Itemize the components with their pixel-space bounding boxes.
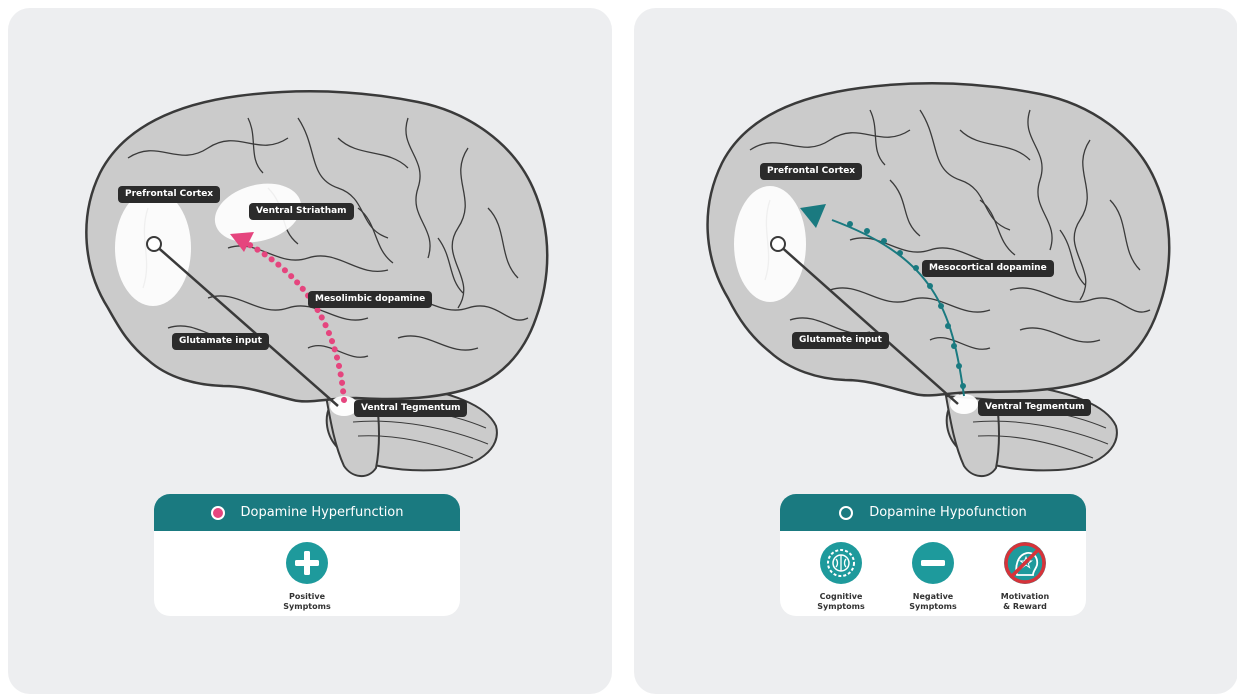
tegmentum-highlight: [950, 394, 978, 414]
label-glutamate-input: Glutamate input: [792, 332, 889, 349]
glutamate-pathway: [153, 243, 339, 407]
glutamate-origin: [146, 236, 162, 252]
symptom-negative-label: Negative Symptoms: [909, 592, 956, 612]
mesocortical-arrowhead: [800, 204, 826, 228]
hypofunction-title: Dopamine Hypofunction: [869, 505, 1027, 520]
hyperfunction-panel: Prefrontal Cortex Ventral Striatham Meso…: [8, 8, 612, 694]
symptom-negative: Negative Symptoms: [887, 541, 979, 612]
symptom-cognitive-label: Cognitive Symptoms: [817, 592, 864, 612]
glutamate-origin: [770, 236, 786, 252]
symptom-positive-label: Positive Symptoms: [283, 592, 330, 612]
plus-icon: [286, 542, 328, 584]
symptom-motivation-label: Motivation & Reward: [1001, 592, 1049, 612]
brain-illustration: [85, 89, 549, 477]
glutamate-pathway: [777, 243, 959, 405]
label-mesocortical-dopamine: Mesocortical dopamine: [922, 260, 1054, 277]
label-mesolimbic-dopamine: Mesolimbic dopamine: [308, 291, 433, 308]
hyperfunction-card: Dopamine Hyperfunction Positive Symptoms: [154, 494, 460, 616]
label-glutamate-input: Glutamate input: [172, 333, 269, 350]
symptom-motivation-line2: & Reward: [1003, 602, 1047, 611]
brain-stem: [944, 394, 1000, 477]
label-ventral-striatum: Ventral Striatham: [249, 203, 354, 220]
hyperfunction-card-header: Dopamine Hyperfunction: [154, 494, 460, 531]
label-ventral-tegmentum: Ventral Tegmentum: [354, 400, 468, 417]
cerebrum: [85, 89, 549, 403]
mesolimbic-arrowhead: [230, 232, 254, 252]
symptom-cognitive-line2: Symptoms: [817, 602, 865, 611]
label-ventral-tegmentum: Ventral Tegmentum: [978, 399, 1092, 416]
hypofunction-panel: Prefrontal Cortex Mesocortical dopamine …: [634, 8, 1237, 694]
label-prefrontal-cortex: Prefrontal Cortex: [118, 186, 221, 203]
symptom-positive-line1: Positive: [288, 592, 326, 601]
hyperfunction-title: Dopamine Hyperfunction: [240, 505, 404, 520]
hypofunction-symptoms: Cognitive Symptoms Negative Symptoms: [780, 531, 1086, 612]
symptom-positive: Positive Symptoms: [261, 541, 353, 612]
cerebrum: [706, 81, 1171, 397]
no-motivation-icon: [1004, 542, 1046, 584]
brain-illustration: [706, 81, 1171, 477]
minus-icon: [912, 542, 954, 584]
hypofunction-card-header: Dopamine Hypofunction: [780, 494, 1086, 531]
hollow-dot-icon: [839, 505, 854, 520]
pink-dot-icon: [210, 505, 225, 520]
symptom-negative-line1: Negative: [912, 592, 954, 601]
symptom-cognitive-line1: Cognitive: [819, 592, 863, 601]
label-prefrontal-cortex: Prefrontal Cortex: [760, 163, 863, 180]
tegmentum-highlight: [330, 396, 358, 416]
mesocortical-nodes: [847, 221, 966, 389]
hyperfunction-symptoms: Positive Symptoms: [154, 531, 460, 612]
symptom-motivation-line1: Motivation: [1000, 592, 1050, 601]
symptom-positive-line2: Symptoms: [283, 602, 331, 611]
symptom-negative-line2: Symptoms: [909, 602, 957, 611]
hypofunction-card: Dopamine Hypofunction Cognitive Symptoms: [780, 494, 1086, 616]
symptom-motivation: Motivation & Reward: [979, 541, 1071, 612]
brain-gear-icon: [820, 542, 862, 584]
symptom-cognitive: Cognitive Symptoms: [795, 541, 887, 612]
